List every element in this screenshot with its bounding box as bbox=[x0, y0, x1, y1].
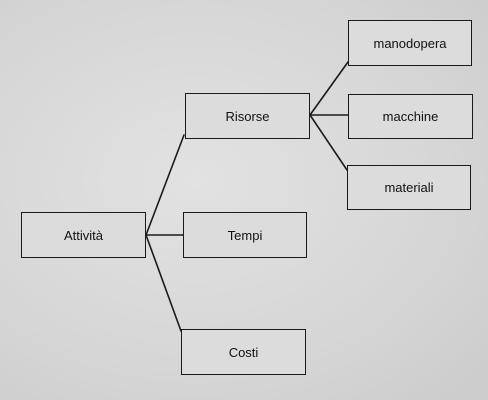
node-macchine: macchine bbox=[348, 94, 473, 139]
node-tempi: Tempi bbox=[183, 212, 307, 258]
node-costi-label: Costi bbox=[228, 344, 259, 360]
edge-risorse-materiali bbox=[309, 114, 348, 171]
node-materiali: materiali bbox=[347, 165, 471, 210]
edge-risorse-manodopera bbox=[309, 61, 349, 116]
node-attivita-label: Attività bbox=[63, 227, 103, 243]
edge-attivita-risorse bbox=[145, 134, 185, 236]
node-manodopera-label: manodopera bbox=[373, 35, 447, 51]
node-costi: Costi bbox=[181, 329, 306, 375]
node-tempi-label: Tempi bbox=[227, 227, 263, 243]
node-risorse-label: Risorse bbox=[225, 108, 270, 124]
node-risorse: Risorse bbox=[185, 93, 310, 139]
node-macchine-label: macchine bbox=[382, 109, 439, 124]
node-attivita: Attività bbox=[21, 212, 146, 258]
edge-attivita-costi bbox=[145, 234, 182, 332]
node-materiali-label: materiali bbox=[384, 180, 434, 195]
node-manodopera: manodopera bbox=[348, 20, 472, 66]
